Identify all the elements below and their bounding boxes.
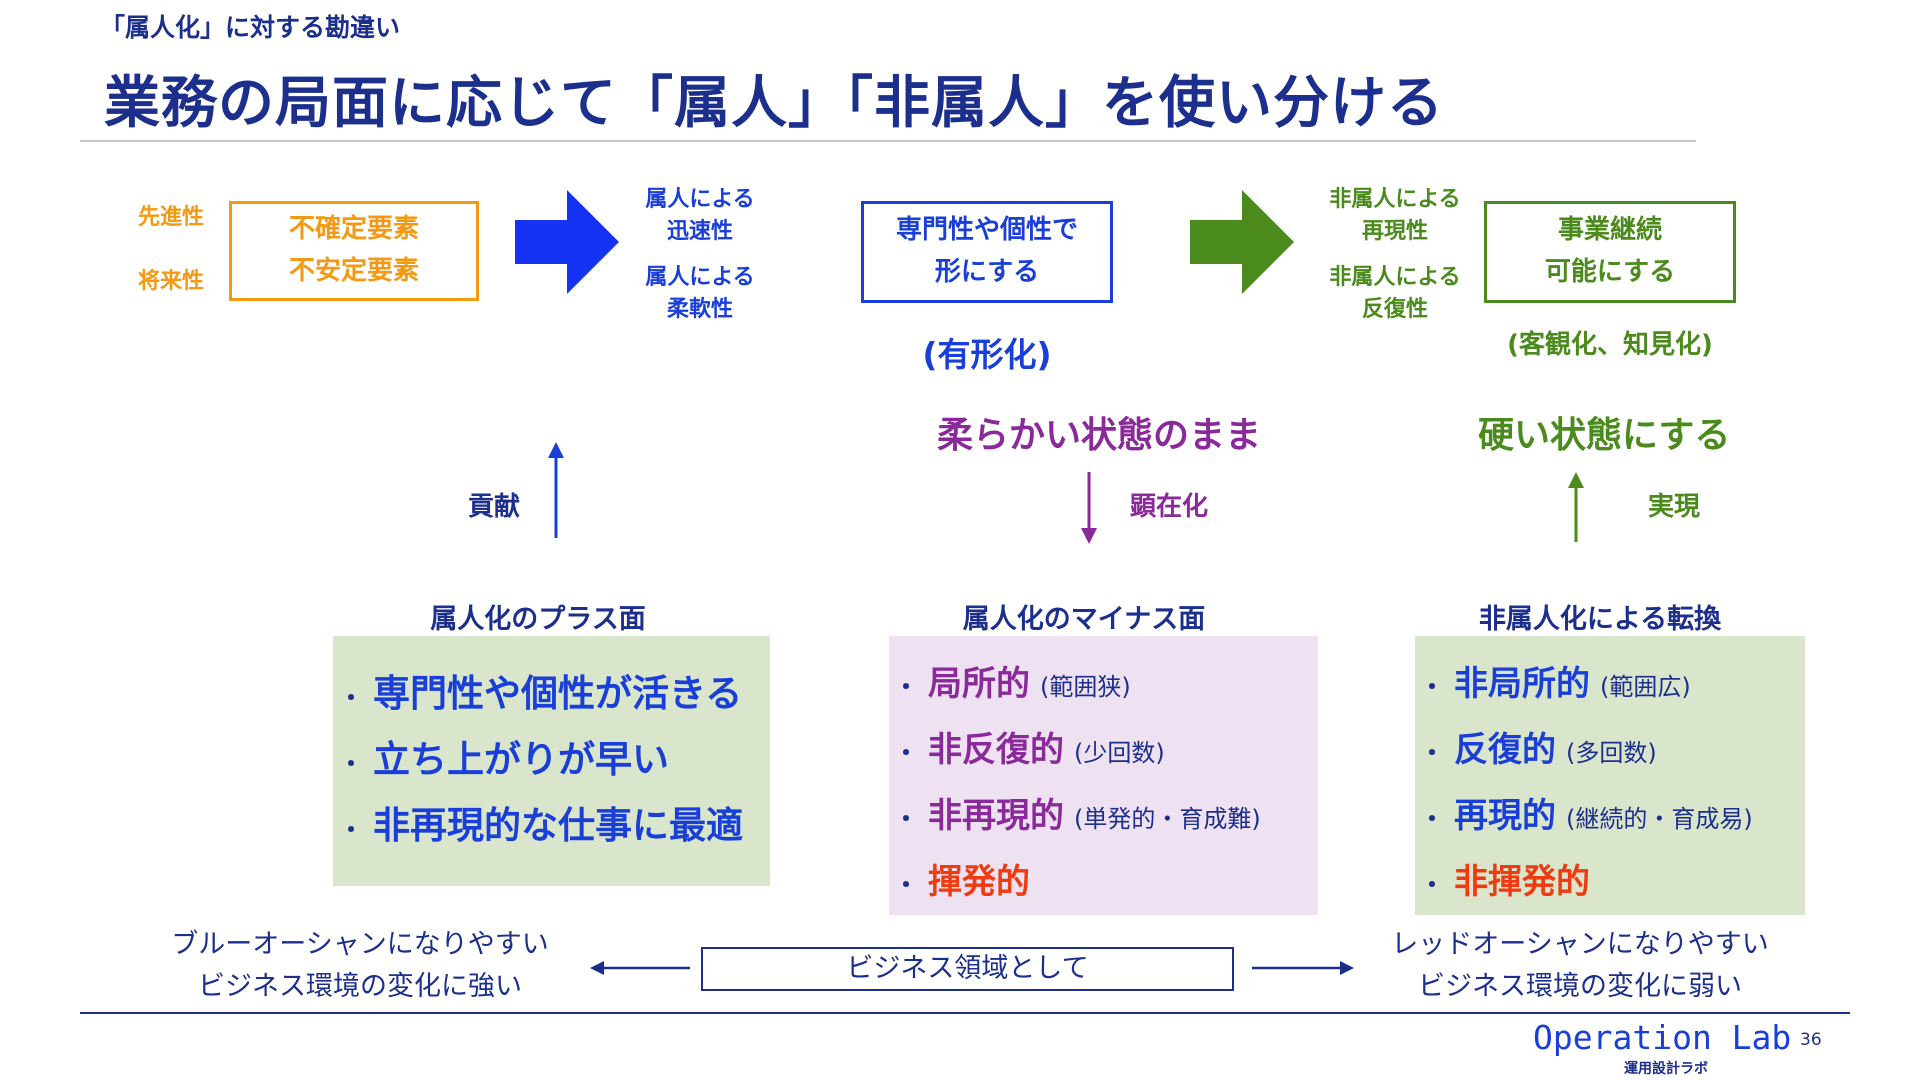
transform-panel-title: 非属人化による転換 [1478, 604, 1722, 635]
list-item: ・局所的(範囲狭) [894, 656, 1318, 722]
uncertain-box-line: 不確定要素 [288, 214, 419, 245]
continuity-note: (客観化、知見化) [1507, 330, 1713, 360]
plus-panel: ・専門性や個性が活きる ・立ち上がりが早い ・非再現的な仕事に最適 [333, 636, 770, 886]
personal-qualities: 属人による 迅速性 属人による 柔軟性 [630, 184, 770, 326]
uncertain-box-line: 不安定要素 [288, 256, 419, 286]
page-title: 業務の局面に応じて「属人」「非属人」を使い分ける [104, 71, 1444, 136]
business-domain-box: ビジネス領域として [701, 947, 1234, 991]
blue-ocean-text: ブルーオーシャンになりやすい ビジネス環境の変化に強い [150, 924, 570, 1008]
plus-panel-title: 属人化のプラス面 [430, 604, 646, 635]
list-item: ・専門性や個性が活きる [339, 663, 770, 729]
item-text: 立ち上がりが早い [373, 738, 669, 781]
arrow-up-icon [1568, 472, 1584, 542]
quality-line: 非属人による [1329, 264, 1461, 290]
arrow-down-icon [1081, 472, 1097, 544]
item-main: 反復的 [1454, 730, 1556, 770]
quality-line: 再現性 [1361, 218, 1428, 244]
list-item: ・揮発的 [894, 854, 1318, 920]
continuity-box-line: 可能にする [1544, 257, 1676, 287]
transform-panel: ・非局所的(範囲広) ・反復的(多回数) ・再現的(継続的・育成易) ・非揮発的 [1415, 636, 1805, 915]
item-main: 局所的 [928, 664, 1030, 704]
arrow-left-icon [590, 961, 690, 975]
list-item: ・立ち上がりが早い [339, 729, 770, 795]
list-item: ・非再現的(単発的・育成難) [894, 788, 1318, 854]
item-note: (継続的・育成易) [1566, 805, 1753, 833]
list-item: ・非反復的(少回数) [894, 722, 1318, 788]
formalize-box: 専門性や個性で 形にする [861, 201, 1113, 303]
item-note: (多回数) [1566, 739, 1657, 767]
contribution-label: 貢献 [468, 492, 521, 522]
formalize-note: (有形化) [922, 335, 1052, 374]
item-note: (範囲狭) [1040, 673, 1131, 701]
item-main: 揮発的 [928, 862, 1030, 902]
uncertain-elements-box: 不確定要素 不安定要素 [229, 201, 479, 301]
label-advanced: 先進性 [138, 205, 205, 230]
minus-panel-title: 属人化のマイナス面 [962, 604, 1206, 635]
list-item: ・非局所的(範囲広) [1420, 656, 1805, 722]
business-continuity-box: 事業継続 可能にする [1484, 201, 1736, 303]
brand-logo: Operation Lab [1533, 1018, 1792, 1057]
bottom-line: ブルーオーシャンになりやすい [171, 929, 549, 960]
footer-divider [80, 1012, 1850, 1014]
arrow-right-blue-icon [515, 190, 619, 294]
list-item: ・再現的(継続的・育成易) [1420, 788, 1805, 854]
item-text: 非再現的な仕事に最適 [373, 804, 743, 847]
list-item: ・非揮発的 [1420, 854, 1805, 920]
red-ocean-text: レッドオーシャンになりやすい ビジネス環境の変化に弱い [1370, 924, 1790, 1008]
bottom-line: ビジネス環境の変化に弱い [1418, 970, 1742, 1002]
item-note: (単発的・育成難) [1074, 805, 1261, 833]
bottom-line: レッドオーシャンになりやすい [1391, 929, 1769, 960]
item-main: 非局所的 [1454, 664, 1590, 704]
formalize-box-line: 専門性や個性で [895, 215, 1078, 246]
list-item: ・非再現的な仕事に最適 [339, 795, 770, 861]
arrow-right-green-icon [1190, 190, 1294, 294]
page-number: 36 [1800, 1030, 1822, 1050]
non-personal-qualities: 非属人による 再現性 非属人による 反復性 [1310, 184, 1480, 326]
item-note: (少回数) [1074, 739, 1165, 767]
item-main: 非揮発的 [1454, 862, 1590, 902]
quality-line: 属人による [645, 187, 755, 212]
quality-line: 属人による [645, 264, 755, 290]
soft-state-label: 柔らかい状態のまま [937, 415, 1262, 456]
section-label: 「属人化」に対する勘違い [100, 13, 401, 42]
hard-state-label: 硬い状態にする [1478, 415, 1731, 456]
formalize-box-line: 形にする [934, 257, 1040, 287]
arrow-right-icon [1252, 961, 1354, 975]
quality-line: 非属人による [1329, 187, 1461, 212]
arrow-up-icon [548, 442, 564, 538]
item-main: 非再現的 [928, 796, 1064, 836]
label-future: 将来性 [138, 269, 205, 294]
bottom-line: ビジネス環境の変化に強い [198, 970, 522, 1002]
quality-line: 迅速性 [666, 218, 733, 244]
item-main: 非反復的 [928, 730, 1064, 770]
continuity-box-line: 事業継続 [1557, 215, 1662, 246]
brand-logo-subtitle: 運用設計ラボ [1624, 1061, 1708, 1077]
realize-label: 実現 [1648, 492, 1701, 522]
manifest-label: 顕在化 [1130, 492, 1209, 522]
item-text: 専門性や個性が活きる [373, 672, 743, 715]
minus-panel: ・局所的(範囲狭) ・非反復的(少回数) ・非再現的(単発的・育成難) ・揮発的 [889, 636, 1318, 915]
title-divider [80, 140, 1696, 142]
quality-line: 反復性 [1361, 296, 1428, 322]
item-note: (範囲広) [1600, 673, 1691, 701]
item-main: 再現的 [1454, 796, 1556, 836]
list-item: ・反復的(多回数) [1420, 722, 1805, 788]
quality-line: 柔軟性 [666, 296, 733, 322]
